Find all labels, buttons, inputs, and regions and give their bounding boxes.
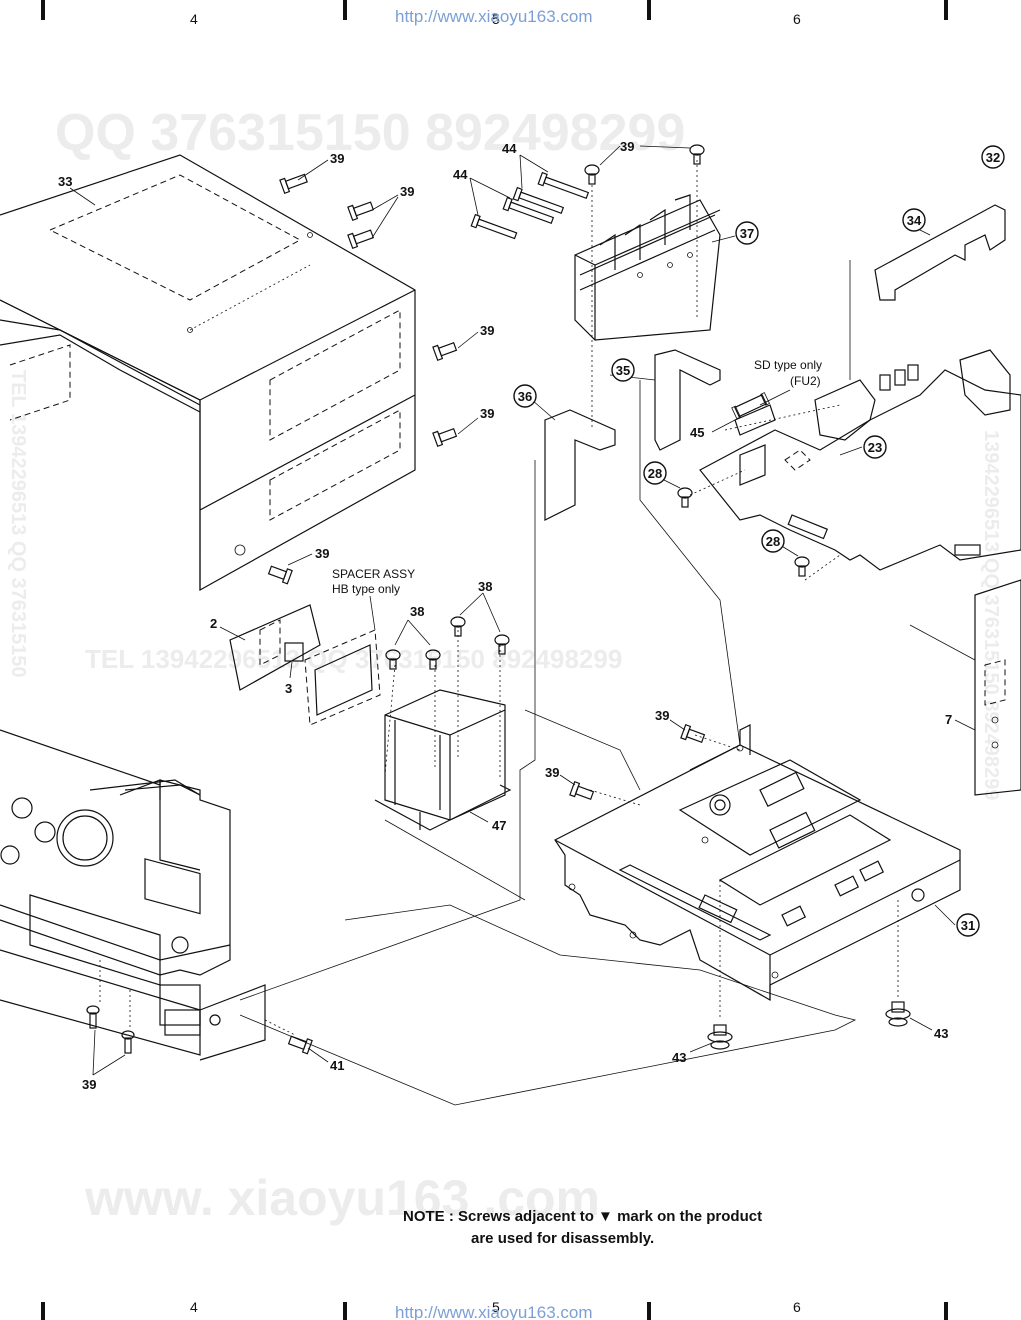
part-label-39-d: 39 bbox=[480, 406, 494, 421]
annotation-labels: SPACER ASSY HB type only SD type only (F… bbox=[332, 358, 822, 596]
part-label-44-b: 44 bbox=[453, 167, 468, 182]
part-label-31: 31 bbox=[961, 918, 975, 933]
part-label-38-a: 38 bbox=[410, 604, 424, 619]
part-label-39-a: 39 bbox=[330, 151, 344, 166]
part-label-7: 7 bbox=[945, 712, 952, 727]
watermark-qq: QQ 376315150 892498299 bbox=[55, 104, 685, 162]
footer-watermark-url[interactable]: http://www.xiaoyu163.com bbox=[395, 1303, 592, 1320]
header-col-6: 6 bbox=[793, 11, 801, 27]
transformer bbox=[374, 630, 512, 831]
heat-sink-assy bbox=[574, 160, 721, 430]
watermark-bottom: www. xiaoyu163 .com bbox=[84, 1170, 600, 1226]
part-label-39-b: 39 bbox=[400, 184, 414, 199]
part-label-45: 45 bbox=[690, 425, 704, 440]
watermark-tel: TEL 13942296513 QQ 376315150 892498299 bbox=[85, 644, 622, 674]
part-labels: 33 39 39 39 39 39 44 44 39 2 3 38 38 47 … bbox=[58, 139, 952, 1092]
bracket-34 bbox=[874, 204, 1006, 301]
bottom-chassis bbox=[554, 724, 961, 1002]
header-watermark-url[interactable]: http://www.xiaoyu163.com bbox=[395, 7, 592, 26]
part-label-43-b: 43 bbox=[934, 1026, 948, 1041]
part-label-36: 36 bbox=[518, 389, 532, 404]
screws bbox=[86, 144, 911, 1055]
part-label-39-i: 39 bbox=[82, 1077, 96, 1092]
part-label-37: 37 bbox=[740, 226, 754, 241]
part-label-44-a: 44 bbox=[502, 141, 517, 156]
front-panel bbox=[0, 729, 266, 1061]
part-label-39-e: 39 bbox=[315, 546, 329, 561]
footer-col-5: 5 bbox=[492, 1299, 500, 1315]
sd-type-fu2-label: (FU2) bbox=[790, 374, 821, 388]
part-label-39-g: 39 bbox=[655, 708, 669, 723]
part-label-23: 23 bbox=[868, 440, 882, 455]
part-label-2: 2 bbox=[210, 616, 217, 631]
part-label-39-c: 39 bbox=[480, 323, 494, 338]
part-label-33: 33 bbox=[58, 174, 72, 189]
part-label-39-f: 39 bbox=[620, 139, 634, 154]
watermark-vertical-right: 13942296513 QQ 376315150 892498299 bbox=[980, 430, 1002, 800]
footer-column-markers: 4 5 6 http://www.xiaoyu163.com bbox=[41, 1299, 948, 1320]
top-cover bbox=[0, 154, 416, 592]
note-line-2: are used for disassembly. bbox=[471, 1230, 654, 1247]
rear-board bbox=[974, 579, 1021, 796]
part-label-35: 35 bbox=[616, 363, 630, 378]
part-label-39-h: 39 bbox=[545, 765, 559, 780]
leader-lines bbox=[69, 145, 976, 1076]
part-label-28-b: 28 bbox=[766, 534, 780, 549]
part-label-43-a: 43 bbox=[672, 1050, 686, 1065]
footer-col-6: 6 bbox=[793, 1299, 801, 1315]
circled-part-labels: 32 34 37 35 36 23 28 28 31 bbox=[513, 145, 1005, 937]
part-label-34: 34 bbox=[907, 213, 922, 228]
part-label-47: 47 bbox=[492, 818, 506, 833]
part-label-28-a: 28 bbox=[648, 466, 662, 481]
header-col-5: 5 bbox=[492, 11, 500, 27]
spacer-assy-hb-label: HB type only bbox=[332, 582, 400, 596]
bracket-36 bbox=[544, 409, 616, 521]
note-line-1: NOTE : Screws adjacent to ▼ mark on the … bbox=[403, 1208, 762, 1225]
spacer-assy-label: SPACER ASSY bbox=[332, 567, 415, 581]
footer-col-4: 4 bbox=[190, 1299, 198, 1315]
header-col-4: 4 bbox=[190, 11, 198, 27]
main-pcb bbox=[689, 349, 1021, 581]
sensor-board bbox=[229, 604, 321, 691]
part-label-41: 41 bbox=[330, 1058, 344, 1073]
part-label-3: 3 bbox=[285, 681, 292, 696]
part-label-38-b: 38 bbox=[478, 579, 492, 594]
sd-type-label: SD type only bbox=[754, 358, 822, 372]
header-column-markers: 4 5 6 http://www.xiaoyu163.com bbox=[41, 0, 948, 27]
bracket-35 bbox=[654, 349, 721, 451]
watermark-vertical-left: TEL 13942296513 QQ 376315150 bbox=[7, 370, 29, 678]
disassembly-note: NOTE : Screws adjacent to ▼ mark on the … bbox=[403, 1208, 762, 1247]
part-label-32: 32 bbox=[986, 150, 1000, 165]
spacer-assy bbox=[304, 629, 381, 726]
assembly-lines bbox=[99, 260, 976, 1106]
